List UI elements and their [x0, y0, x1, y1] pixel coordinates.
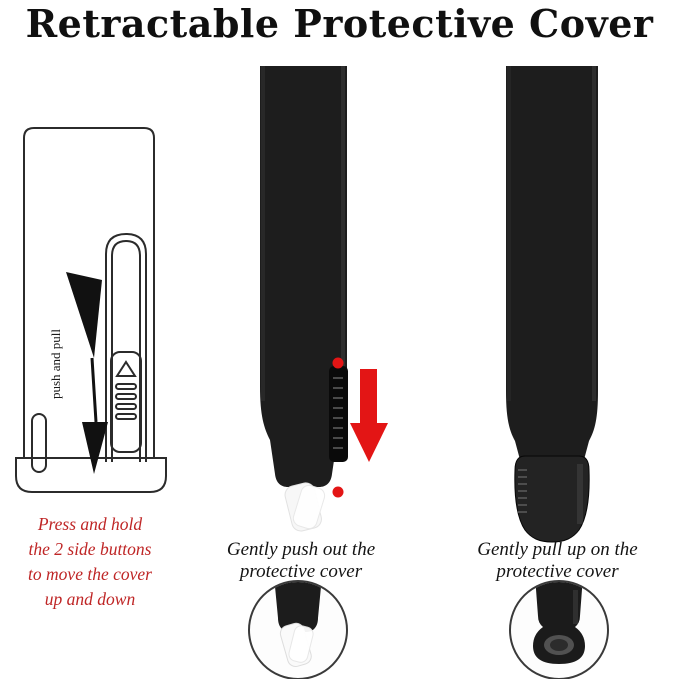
blade-icon [66, 272, 108, 474]
white-cover-closeup [279, 622, 314, 667]
pen-body [260, 66, 347, 487]
chevron-up-icon [115, 360, 137, 377]
caption-line: Gently pull up on the [477, 539, 638, 560]
pen-body [506, 66, 598, 465]
knife-line-drawing: push and pull [15, 127, 167, 493]
magnified-tip-cover-out [248, 580, 348, 679]
cover-end-center [550, 639, 568, 651]
cover-highlight [577, 464, 583, 524]
instruction-line: up and down [44, 588, 136, 609]
tip-highlight [573, 590, 578, 624]
page-title: Retractable Protective Cover [25, 1, 654, 46]
red-dot-top [332, 357, 344, 369]
instruction-line: the 2 side buttons [28, 538, 152, 559]
white-protective-cover [284, 482, 326, 532]
knife-body-outline [15, 127, 167, 493]
instruction-line: to move the cover [28, 563, 152, 584]
slider-button [110, 351, 142, 453]
pen-tip [274, 582, 322, 632]
magnified-tip-cover-on [509, 580, 609, 679]
slider-recess [329, 366, 348, 462]
left-instruction-text: Press and hold the 2 side buttons to mov… [0, 512, 180, 611]
red-down-arrow-icon [350, 369, 388, 462]
instruction-line: Press and hold [37, 514, 143, 534]
body-highlight [592, 66, 596, 401]
tip-closeup-cover-on [533, 582, 585, 664]
cover-ridges [518, 469, 527, 513]
body-highlight [341, 66, 345, 401]
caption-line: protective cover [496, 560, 619, 582]
body-highlight [261, 66, 265, 401]
pen-photo-cover-out [260, 66, 388, 532]
body-highlight [507, 66, 511, 401]
right-caption: Gently pull up on the protective cover [455, 539, 660, 582]
red-dot-bottom [332, 486, 344, 498]
middle-caption: Gently push out the protective cover [203, 539, 399, 582]
caption-line: protective cover [239, 560, 363, 582]
caption-line: Gently push out the [226, 539, 376, 560]
push-pull-label: push and pull [48, 329, 63, 399]
pen-photo-cover-on [506, 66, 598, 543]
tip-closeup-cover-out [274, 582, 322, 667]
protective-cover-attached [514, 455, 590, 543]
